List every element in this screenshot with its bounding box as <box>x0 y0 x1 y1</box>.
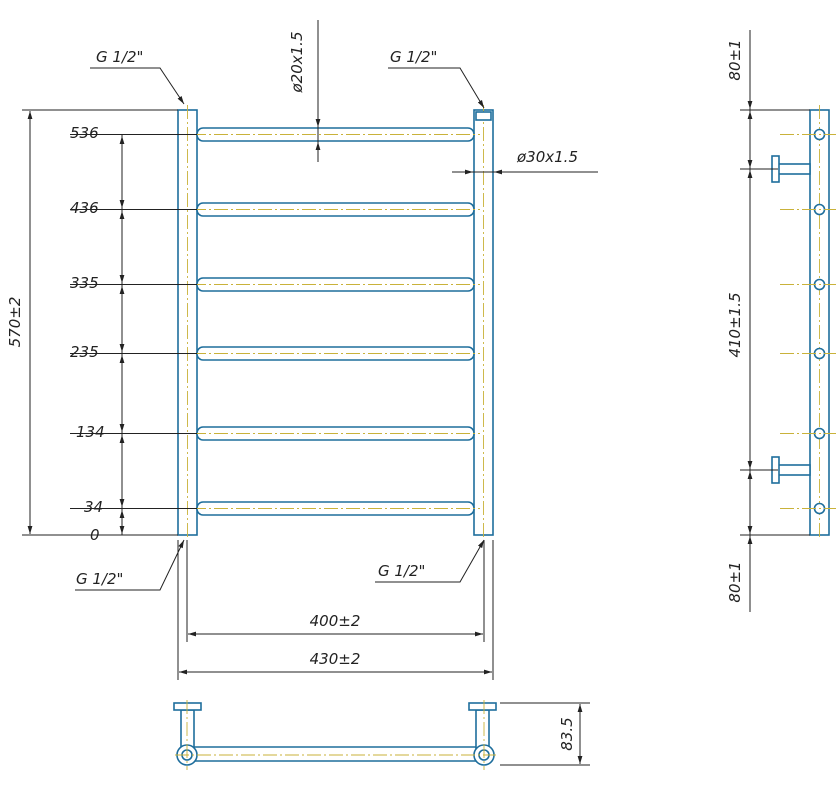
rung-diameter-dimension: ø20x1.5 <box>288 20 321 162</box>
top-view-flange-left <box>173 702 202 711</box>
total-height-label: 570±2 <box>6 297 24 348</box>
rung-diameter-label: ø20x1.5 <box>288 32 306 94</box>
level-label: 134 <box>76 423 105 441</box>
level-label: 335 <box>70 274 99 292</box>
side-mount-bottom <box>777 464 811 476</box>
side-bottom-offset-label: 80±1 <box>726 561 744 602</box>
level-label: 536 <box>70 124 99 142</box>
depth-label: 83.5 <box>558 717 576 750</box>
side-view: 80±1 410±1.5 80±1 <box>726 30 836 612</box>
level-label: 34 <box>84 498 103 516</box>
right-top-fitting <box>475 111 492 121</box>
upright-diameter-label: ø30x1.5 <box>516 148 578 166</box>
level-label: 436 <box>70 199 99 217</box>
side-top-offset-label: 80±1 <box>726 39 744 80</box>
width-dimensions: 400±2 430±2 <box>177 540 494 680</box>
top-view-rung <box>185 746 485 762</box>
center-width-label: 400±2 <box>310 612 361 630</box>
thread-leaders <box>75 67 485 591</box>
thread-label-bottom-left: G 1/2" <box>76 570 123 588</box>
side-mount-top <box>777 163 811 175</box>
thread-label-top-left: G 1/2" <box>96 48 143 66</box>
rungs <box>192 127 480 516</box>
level-label: 0 <box>90 526 100 544</box>
top-view-mount-left <box>180 709 195 751</box>
thread-label-top-right: G 1/2" <box>390 48 437 66</box>
side-mount-spacing-label: 410±1.5 <box>726 292 744 357</box>
top-view: 83.5 <box>173 700 590 770</box>
level-label: 235 <box>70 343 99 361</box>
front-view: 536 436 335 235 134 34 0 570±2 G 1/2" G … <box>6 20 598 680</box>
level-extension-lines <box>22 109 197 536</box>
top-view-flange-right <box>468 702 497 711</box>
upright-diameter-dimension: ø30x1.5 <box>452 148 598 175</box>
total-height-dimension: 570±2 <box>6 111 70 536</box>
top-view-mount-right <box>475 709 490 751</box>
overall-width-label: 430±2 <box>310 650 361 668</box>
thread-label-bottom-right: G 1/2" <box>378 562 425 580</box>
